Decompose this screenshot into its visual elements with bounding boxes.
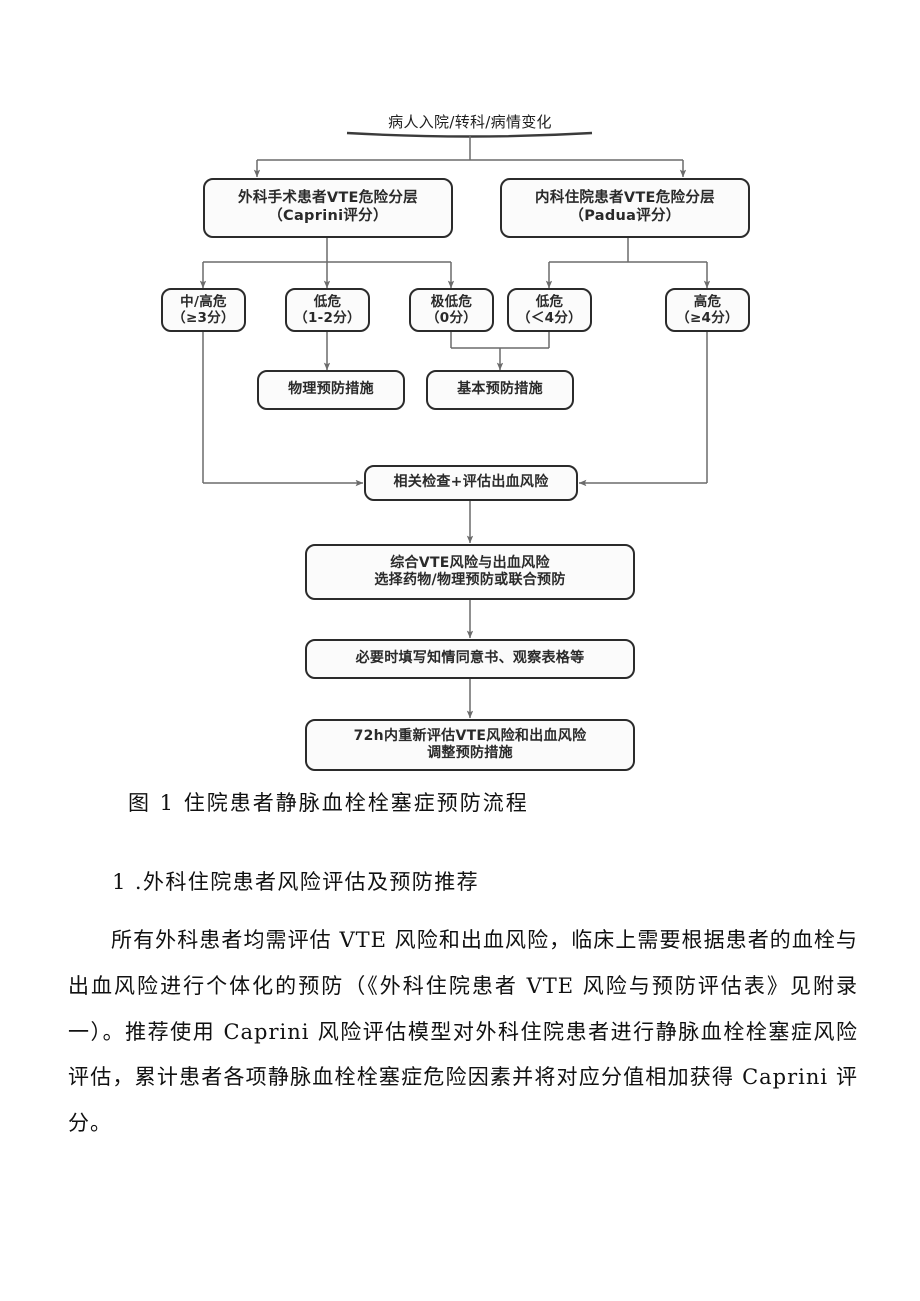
node-surgical-stratification: 外科手术患者VTE危险分层 （Caprini评分） — [203, 178, 453, 238]
node-surgical-stratification-line-1: （Caprini评分） — [268, 208, 388, 224]
node-risk-mid-high-line-0: 中/高危 — [180, 293, 227, 310]
node-basic-prophylaxis: 基本预防措施 — [426, 370, 574, 410]
section-heading: 1 .外科住院患者风险评估及预防推荐 — [112, 870, 480, 894]
node-risk-mid-high-line-1: （≥3分） — [172, 310, 235, 326]
node-patient-entry: 病人入院/转科/病情变化 — [335, 108, 605, 136]
flowchart-connectors — [199, 131, 711, 719]
node-risk-low-1-2: 低危 （1-2分） — [285, 288, 370, 332]
node-surgical-stratification-line-0: 外科手术患者VTE危险分层 — [238, 190, 418, 207]
node-medical-stratification-line-1: （Padua评分） — [569, 208, 681, 224]
node-combined-decision-line-1: 选择药物/物理预防或联合预防 — [374, 572, 566, 588]
node-risk-low-lt4: 低危 （＜4分） — [507, 288, 592, 332]
node-risk-high-ge4-line-0: 高危 — [693, 293, 722, 310]
node-combined-decision: 综合VTE风险与出血风险 选择药物/物理预防或联合预防 — [305, 544, 635, 600]
node-medical-stratification: 内科住院患者VTE危险分层 （Padua评分） — [500, 178, 750, 238]
figure-caption: 图 1 住院患者静脉血栓栓塞症预防流程 — [128, 791, 529, 815]
node-risk-high-ge4-line-1: （≥4分） — [676, 310, 739, 326]
node-combined-decision-line-0: 综合VTE风险与出血风险 — [390, 554, 550, 571]
node-reassess-72h: 72h内重新评估VTE风险和出血风险 调整预防措施 — [305, 719, 635, 771]
node-medical-stratification-line-0: 内科住院患者VTE危险分层 — [535, 190, 715, 207]
node-reassess-72h-line-1: 调整预防措施 — [427, 745, 513, 761]
section-paragraph: 所有外科患者均需评估 VTE 风险和出血风险，临床上需要根据患者的血栓与出血风险… — [68, 928, 858, 1136]
node-exam-bleeding-risk: 相关检查+评估出血风险 — [364, 465, 578, 501]
vte-prevention-flowchart: 病人入院/转科/病情变化 外科手术患者VTE危险分层 （Caprini评分） 内… — [161, 108, 750, 771]
node-patient-entry-line-0: 病人入院/转科/病情变化 — [388, 112, 552, 131]
node-physical-prophylaxis: 物理预防措施 — [257, 370, 405, 410]
node-risk-low-lt4-line-0: 低危 — [535, 293, 564, 310]
node-risk-low-1-2-line-1: （1-2分） — [294, 310, 361, 326]
node-reassess-72h-line-0: 72h内重新评估VTE风险和出血风险 — [353, 727, 587, 744]
node-basic-prophylaxis-line-0: 基本预防措施 — [457, 381, 543, 398]
node-consent-forms-line-0: 必要时填写知情同意书、观察表格等 — [355, 650, 585, 667]
node-risk-mid-high: 中/高危 （≥3分） — [161, 288, 246, 332]
node-risk-low-1-2-line-0: 低危 — [313, 293, 342, 310]
node-risk-very-low-0-line-1: （0分） — [425, 310, 478, 326]
node-physical-prophylaxis-line-0: 物理预防措施 — [288, 381, 374, 398]
node-risk-very-low-0-line-0: 极低危 — [430, 293, 473, 310]
article-body: 1 .外科住院患者风险评估及预防推荐 所有外科患者均需评估 VTE 风险和出血风… — [68, 866, 858, 1147]
node-risk-low-lt4-line-1: （＜4分） — [517, 310, 582, 326]
node-consent-forms: 必要时填写知情同意书、观察表格等 — [305, 639, 635, 679]
node-exam-bleeding-risk-line-0: 相关检查+评估出血风险 — [393, 474, 549, 491]
node-risk-very-low-0: 极低危 （0分） — [409, 288, 494, 332]
node-risk-high-ge4: 高危 （≥4分） — [665, 288, 750, 332]
